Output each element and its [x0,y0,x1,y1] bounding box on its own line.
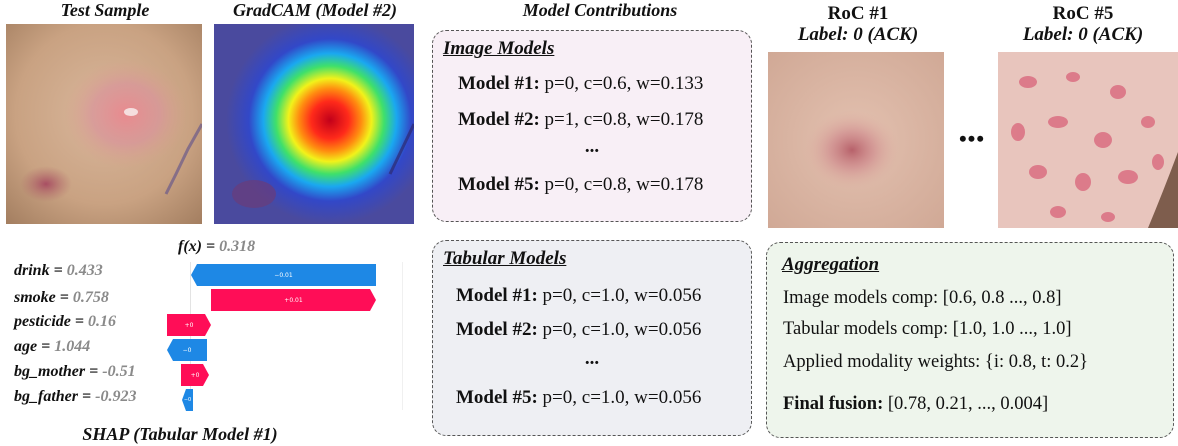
shap-bar-positive: +0 [167,314,211,336]
shap-feature-label: drink = 0.433 [14,262,103,279]
aggregation-box [766,242,1174,438]
shap-fx-label: f(x) = [178,238,220,255]
shap-feature-label: smoke = 0.758 [14,289,109,306]
aggregation-heading: Aggregation [782,254,880,275]
image-model-row: Model #5: p=0, c=0.8, w=0.178 [458,174,704,195]
image-model-row: Model #2: p=1, c=0.8, w=0.178 [458,109,704,130]
shap-fx-value: 0.318 [219,238,256,255]
image-models-ellipsis: ... [584,136,600,157]
roc5-title: RoC #5 Label: 0 (ACK) [988,3,1178,45]
shap-feature-label: bg_mother = -0.51 [14,363,136,380]
tabular-models-heading: Tabular Models [443,248,567,269]
tabular-model-row: Model #2: p=0, c=1.0, w=0.056 [456,319,702,340]
image-models-box [432,30,752,222]
aggregation-weights: Applied modality weights: {i: 0.8, t: 0.… [783,352,1089,372]
test-sample-title: Test Sample [60,0,150,20]
aggregation-final-fusion: Final fusion: [0.78, 0.21, ..., 0.004] [783,394,1049,414]
roc1-title: RoC #1 Label: 0 (ACK) [758,3,958,45]
shap-fx: f(x) = 0.318 [178,238,255,256]
roc-ellipsis: ••• [958,126,986,151]
tabular-model-row: Model #5: p=0, c=1.0, w=0.056 [456,387,702,408]
roc1-image [768,52,944,228]
shap-bar-negative: −0 [167,339,207,361]
aggregation-image-comp: Image models comp: [0.6, 0.8 ..., 0.8] [783,288,1062,308]
image-models-heading: Image Models [443,38,555,59]
roc1-name: RoC #1 [827,3,889,24]
tabular-models-box [432,240,752,436]
shap-bar-positive: +0 [181,364,209,386]
gradcam-heatmap-image [214,24,414,224]
image-model-row: Model #1: p=0, c=0.6, w=0.133 [458,73,704,94]
gradcam-title: GradCAM (Model #2) [232,0,397,20]
shap-bar-positive: +0.01 [211,289,376,311]
shap-feature-label: pesticide = 0.16 [14,313,116,330]
shap-bar-negative: −0.01 [191,264,376,286]
shap-bar-negative: −0 [182,389,193,411]
shap-feature-label: age = 1.044 [14,338,91,355]
roc5-label: Label: 0 (ACK) [1022,24,1144,45]
contributions-title: Model Contributions [522,0,678,20]
tabular-models-ellipsis: ... [584,348,600,369]
roc1-label: Label: 0 (ACK) [797,24,919,45]
aggregation-tabular-comp: Tabular models comp: [1.0, 1.0 ..., 1.0] [783,319,1072,339]
shap-feature-label: bg_father = -0.923 [14,388,137,405]
shap-caption: SHAP (Tabular Model #1) [82,424,278,444]
shap-right-line [402,262,403,410]
shap-fx-line [190,262,191,410]
tabular-model-row: Model #1: p=0, c=1.0, w=0.056 [456,285,702,306]
test-sample-image [6,24,202,224]
roc5-name: RoC #5 [1052,3,1114,24]
roc5-image [998,52,1178,228]
